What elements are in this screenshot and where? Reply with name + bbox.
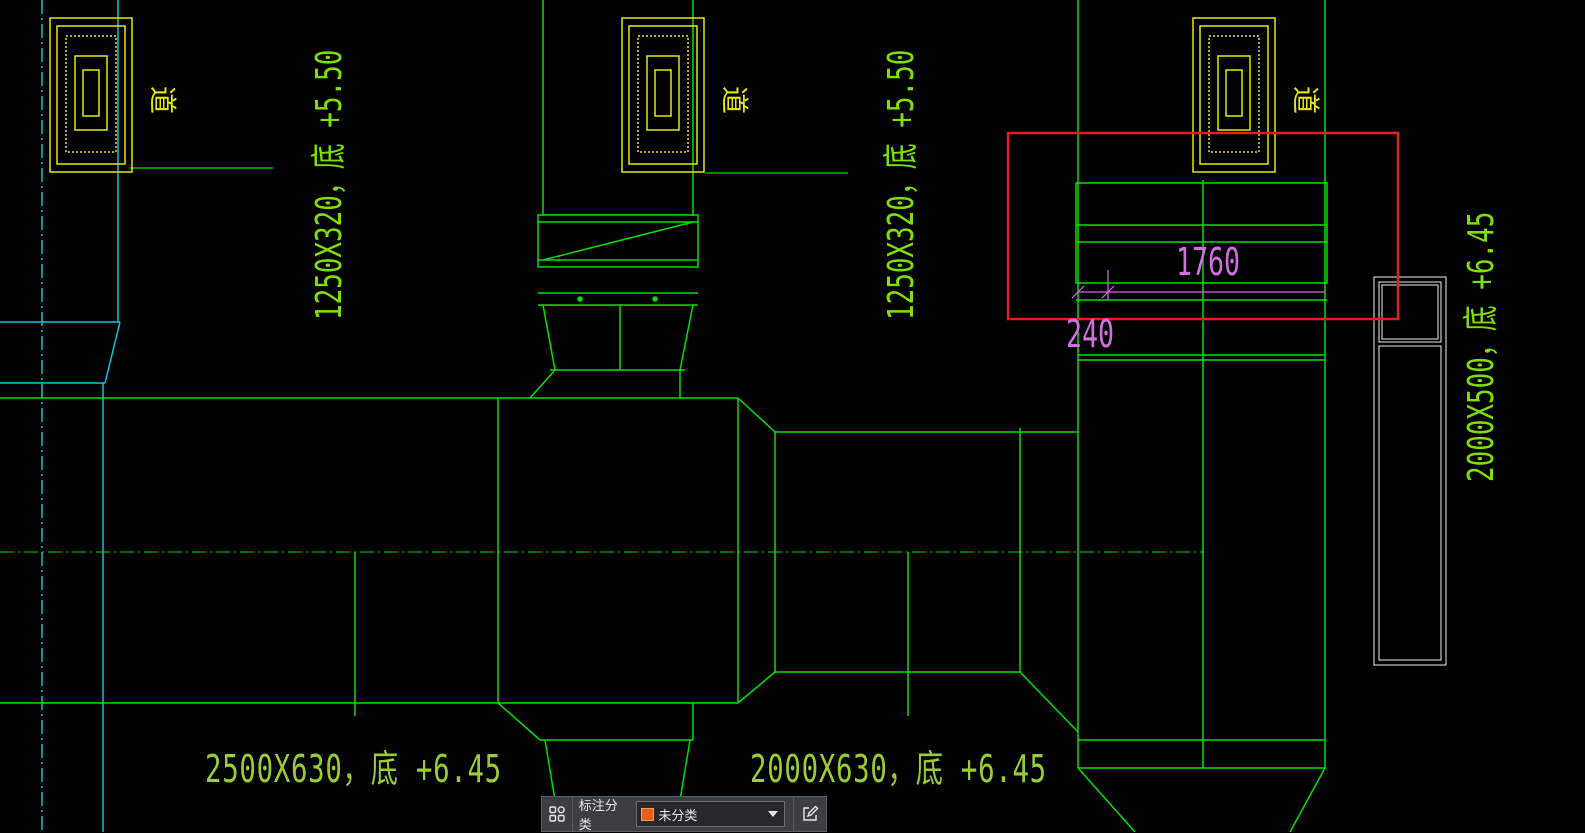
category-label: 标注分类 [578,798,618,832]
dimension-offset-label: 240 [1066,312,1115,356]
louvre-box [1373,276,1447,666]
duct-label-bottom-left: 2500X630，底 +6.45 [205,747,502,791]
axis-lines [0,0,121,832]
leader-lines [130,167,848,174]
duct-branch-middle [497,0,699,801]
category-select[interactable]: 未分类 [636,801,786,827]
chevron-down-icon [768,811,779,817]
duct-label-vertical-middle: 1250X320，底 +5.50 [881,49,922,320]
diffuser-tag-left: 道 [146,85,180,115]
diffuser-tag-middle: 道 [718,85,752,115]
duct-label-vertical-right: 2000X500，底 +6.45 [1461,211,1502,482]
selection-box[interactable] [1006,131,1400,321]
diffuser-middle [621,17,705,173]
edit-icon[interactable] [793,797,826,831]
grid-icon[interactable] [542,797,573,831]
annotation-category-toolbar: 标注分类 未分类 [541,796,827,832]
diffuser-tag-right: 道 [1289,85,1323,115]
duct-main [0,0,1328,832]
duct-label-bottom-middle: 2000X630，底 +6.45 [750,747,1047,791]
diffuser-left [49,17,133,173]
category-color-swatch [641,807,655,821]
diffuser-right [1192,17,1276,173]
dimension-width-label: 1760 [1176,240,1241,284]
duct-label-vertical-left: 1250X320，底 +5.50 [309,49,350,320]
category-select-value: 未分类 [658,807,698,823]
dimension-line [1071,270,1325,300]
